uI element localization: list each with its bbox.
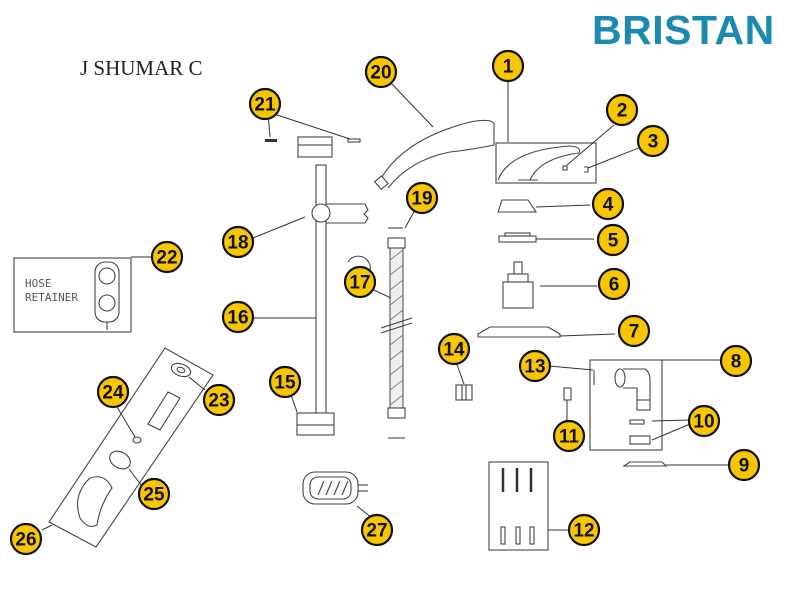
callout-10[interactable]: 10: [687, 404, 721, 438]
part-8-valve-body: [589, 359, 663, 451]
callout-24[interactable]: 24: [96, 375, 130, 409]
part-20-handset: [373, 119, 495, 191]
part-16-riser-rail: [315, 164, 327, 421]
svg-text:5: 5: [608, 231, 619, 252]
part-6-cartridge: [502, 261, 534, 309]
svg-text:21: 21: [254, 95, 276, 116]
callout-18[interactable]: 18: [221, 225, 255, 259]
part-5-nut: [498, 232, 537, 243]
hose-retainer-label-line1: HOSE: [25, 277, 52, 290]
svg-text:7: 7: [629, 322, 640, 343]
callout-25[interactable]: 25: [137, 477, 171, 511]
svg-text:26: 26: [15, 530, 36, 551]
svg-text:8: 8: [731, 352, 742, 373]
part-17-shower-hose: [347, 237, 413, 439]
callout-20[interactable]: 20: [364, 55, 398, 89]
callout-17[interactable]: 17: [343, 265, 377, 299]
part-11-filter: [563, 387, 572, 401]
svg-text:16: 16: [227, 308, 248, 329]
hose-retainer-label-line2: RETAINER: [25, 291, 78, 304]
callout-9[interactable]: 9: [727, 448, 761, 482]
part-27-soap-dish: [302, 471, 368, 505]
svg-text:19: 19: [411, 189, 432, 210]
leader-lines: [41, 78, 730, 531]
svg-text:27: 27: [366, 521, 387, 542]
callout-2[interactable]: 2: [605, 93, 639, 127]
part-14-union-nut: [455, 384, 473, 401]
svg-text:10: 10: [693, 412, 714, 433]
svg-text:23: 23: [208, 391, 229, 412]
svg-text:18: 18: [227, 233, 248, 254]
part-21-top-bracket: [265, 136, 361, 158]
callout-26[interactable]: 26: [9, 522, 43, 556]
part-15-lower-bracket: [296, 412, 335, 436]
brand-logo: BRISTAN: [592, 7, 775, 53]
svg-text:25: 25: [143, 485, 165, 506]
callout-23[interactable]: 23: [202, 383, 236, 417]
svg-text:17: 17: [349, 273, 370, 294]
callout-5[interactable]: 5: [596, 223, 630, 257]
callout-1[interactable]: 1: [491, 49, 525, 83]
callout-4[interactable]: 4: [591, 187, 625, 221]
part-2-grub-screw: [562, 165, 568, 171]
part-1-lever-body: [495, 142, 597, 184]
svg-text:13: 13: [524, 357, 545, 378]
svg-text:20: 20: [370, 63, 391, 84]
svg-text:6: 6: [609, 275, 620, 296]
callout-12[interactable]: 12: [567, 513, 601, 547]
svg-text:9: 9: [739, 456, 750, 477]
svg-text:12: 12: [573, 521, 594, 542]
callout-13[interactable]: 13: [518, 349, 552, 383]
callout-3[interactable]: 3: [636, 124, 670, 158]
callout-15[interactable]: 15: [268, 365, 302, 399]
svg-text:2: 2: [617, 101, 628, 122]
part-22-hose-retainer: HOSE RETAINER: [13, 257, 132, 333]
callout-7[interactable]: 7: [617, 314, 651, 348]
svg-text:3: 3: [648, 132, 659, 153]
svg-text:22: 22: [156, 248, 177, 269]
part-18-slider: [311, 203, 369, 224]
part-4-shroud: [497, 199, 538, 213]
part-3-cap: [584, 166, 589, 173]
callout-16[interactable]: 16: [221, 300, 255, 334]
callout-21[interactable]: 21: [248, 87, 282, 121]
model-title: J SHUMAR C: [80, 56, 203, 80]
svg-text:24: 24: [102, 383, 124, 404]
svg-text:1: 1: [503, 57, 514, 78]
callout-19[interactable]: 19: [405, 181, 439, 215]
svg-text:15: 15: [274, 373, 296, 394]
callout-14[interactable]: 14: [437, 332, 471, 366]
part-12-fixing-kit: [488, 461, 549, 551]
callout-8[interactable]: 8: [719, 344, 753, 378]
callout-11[interactable]: 11: [552, 419, 586, 453]
part-9-outlet-flange: [622, 461, 668, 467]
callout-6[interactable]: 6: [597, 267, 631, 301]
callout-22[interactable]: 22: [150, 240, 184, 274]
svg-text:4: 4: [603, 195, 614, 216]
part-26-spares-pack: [48, 347, 214, 548]
callout-27[interactable]: 27: [360, 513, 394, 547]
part-7-flange: [477, 326, 561, 338]
svg-text:14: 14: [443, 340, 465, 361]
svg-text:11: 11: [559, 427, 580, 448]
